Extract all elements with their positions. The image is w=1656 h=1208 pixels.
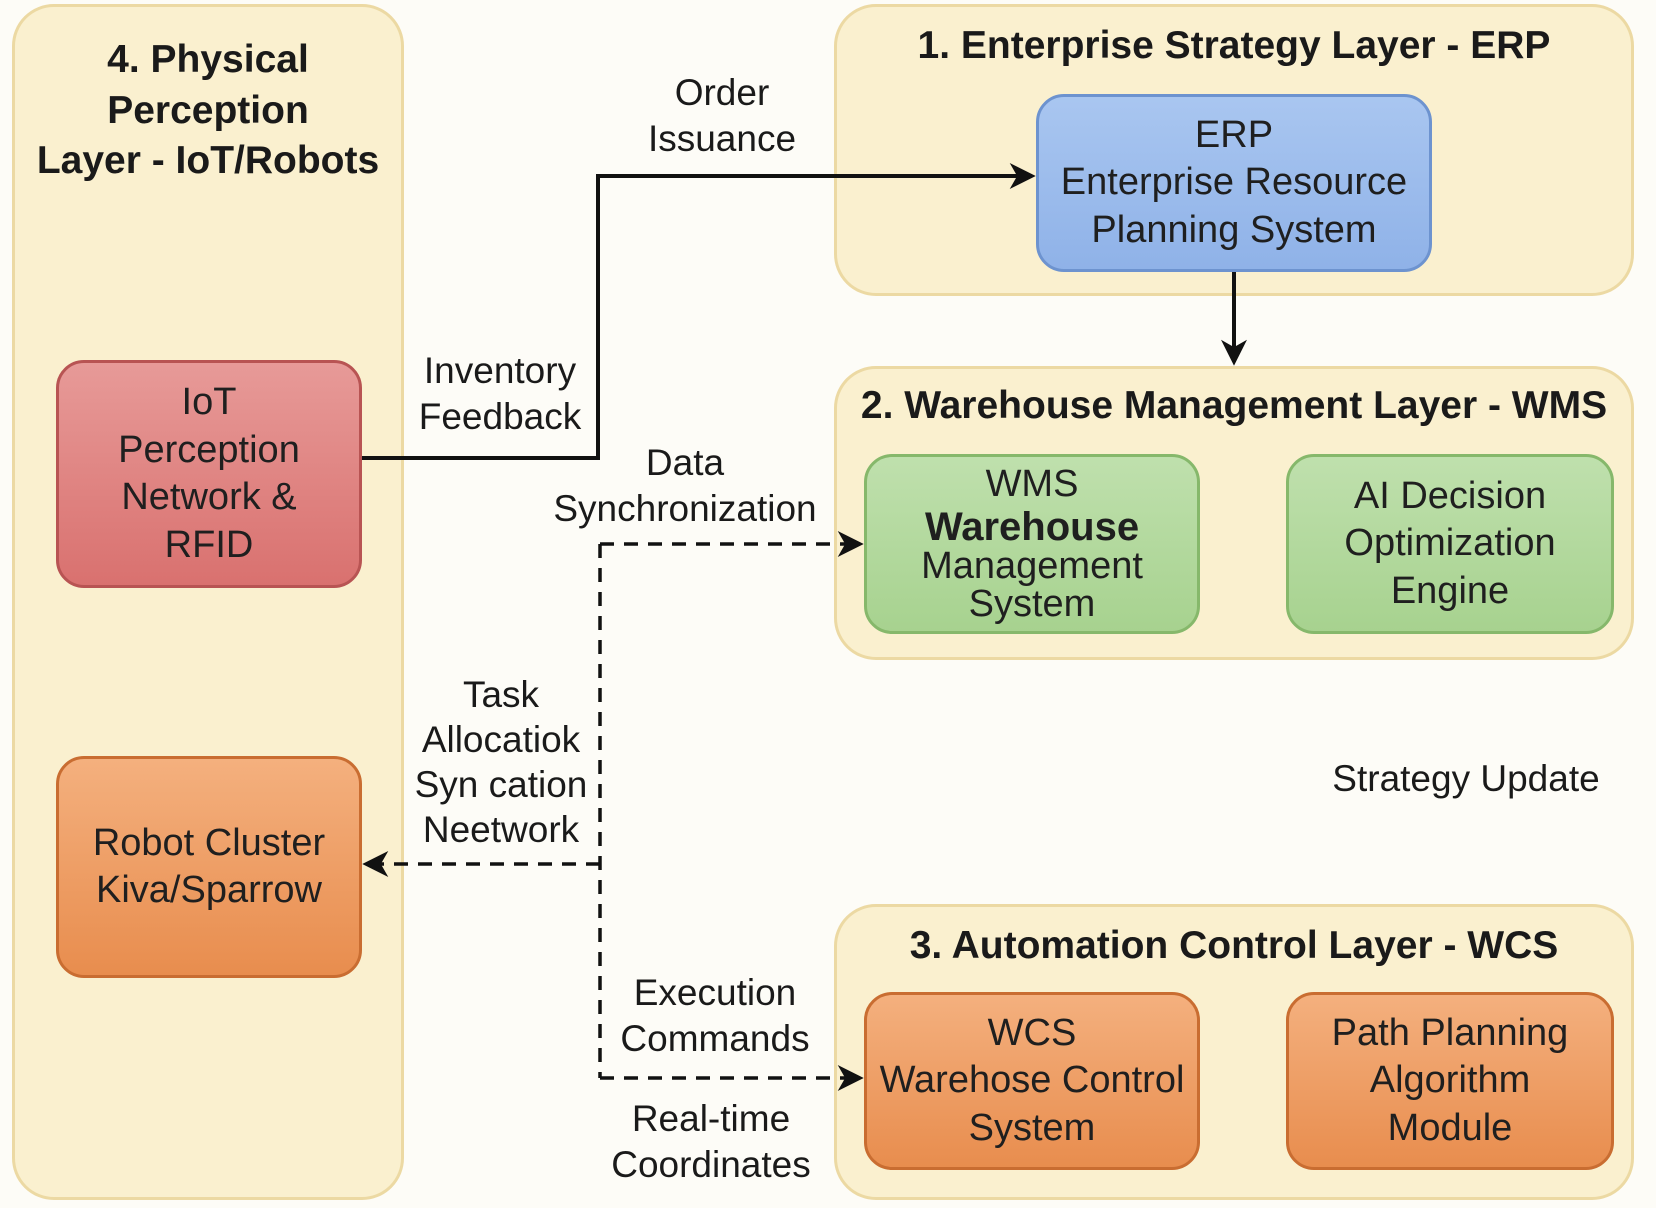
ai-node-line: AI Decision: [1353, 474, 1547, 517]
wcs-node-line: System: [968, 1106, 1096, 1149]
edge-label-order-issuance: Order Issuance: [642, 70, 802, 163]
iot-node-line: IoT: [181, 381, 237, 423]
edge-label-line: Order: [674, 72, 770, 113]
edge-label-line: Allocatiok: [421, 719, 581, 761]
path-planning-node[interactable]: Path Planning Algorithm Module: [1286, 992, 1614, 1170]
ai-node-line: Engine: [1390, 569, 1510, 612]
wms-node-line: WMS: [985, 463, 1079, 505]
edge-label-strategy-update: Strategy Update: [1316, 756, 1616, 802]
edge-label-line: Real-time: [631, 1098, 791, 1139]
edge-label-inventory-feedback: Inventory Feedback: [410, 348, 590, 441]
erp-node-line: ERP: [1194, 113, 1274, 156]
physical-layer-title: 4. Physical Perception Layer - IoT/Robot…: [15, 35, 401, 187]
iot-node-line: RFID: [164, 523, 254, 566]
edge-label-line: Strategy Update: [1332, 758, 1600, 799]
path-node-line: Path Planning: [1331, 1011, 1569, 1054]
iot-node-line: Network &: [121, 476, 297, 518]
robot-cluster-node[interactable]: Robot Cluster Kiva/Sparrow: [56, 756, 362, 978]
edge-label-line: Neetwork: [422, 809, 580, 851]
erp-node[interactable]: ERP Enterprise Resource Planning System: [1036, 94, 1432, 272]
edge-label-line: Data: [645, 442, 725, 483]
wms-layer-title: 2. Warehouse Management Layer - WMS: [860, 384, 1608, 427]
edge-label-realtime-coordinates: Real-time Coordinates: [604, 1096, 818, 1189]
physical-perception-layer: 4. Physical Perception Layer - IoT/Robot…: [12, 4, 404, 1200]
ai-node-line: Optimization: [1344, 522, 1556, 565]
erp-node-line: Planning System: [1091, 208, 1377, 251]
edge-label-line: Feedback: [418, 396, 582, 438]
wcs-node[interactable]: WCS Warehose Control System: [864, 992, 1200, 1170]
erp-layer-title: 1. Enterprise Strategy Layer - ERP: [917, 24, 1551, 67]
path-node-line: Algorithm: [1369, 1059, 1531, 1102]
erp-node-line: Enterprise Resource: [1060, 161, 1408, 204]
robot-node-line: Robot Cluster: [92, 821, 326, 864]
path-node-line: Module: [1387, 1106, 1513, 1149]
iot-perception-node[interactable]: IoT Perception Network & RFID: [56, 360, 362, 588]
wcs-layer-title: 3. Automation Control Layer - WCS: [909, 924, 1559, 967]
wcs-node-line: Warehose Control: [879, 1059, 1185, 1102]
wms-node-line: System: [968, 583, 1096, 625]
physical-layer-title-line: Perception: [107, 88, 309, 132]
wcs-node-line: WCS: [987, 1011, 1077, 1054]
edge-label-line: Inventory: [423, 350, 577, 391]
edge-label-data-synchronization: Data Synchronization: [540, 440, 830, 533]
wms-node-line: Management: [921, 545, 1143, 587]
robot-node-line: Kiva/Sparrow: [96, 869, 322, 911]
edge-label-line: Issuance: [647, 118, 797, 160]
wms-node-line: Warehouse: [924, 505, 1140, 549]
edge-label-line: Execution: [633, 972, 797, 1013]
edge-label-execution-commands: Execution Commands: [612, 970, 818, 1063]
edge-label-task-allocation: Task Allocatiok Syn cation Neetwork: [406, 672, 596, 853]
edge-label-line: Commands: [620, 1018, 810, 1060]
edge-label-line: Coordinates: [611, 1144, 811, 1186]
ai-decision-node[interactable]: AI Decision Optimization Engine: [1286, 454, 1614, 634]
edge-label-line: Synchronization: [553, 488, 817, 530]
edge-iot-to-erp: [362, 163, 1036, 460]
physical-layer-title-line: Layer - IoT/Robots: [36, 139, 380, 183]
edge-label-line: Syn cation: [414, 764, 588, 806]
edge-label-line: Task: [462, 674, 540, 715]
wms-node[interactable]: WMS Warehouse Management System: [864, 454, 1200, 634]
physical-layer-title-line: 4. Physical: [107, 38, 309, 81]
iot-node-line: Perception: [118, 428, 300, 471]
